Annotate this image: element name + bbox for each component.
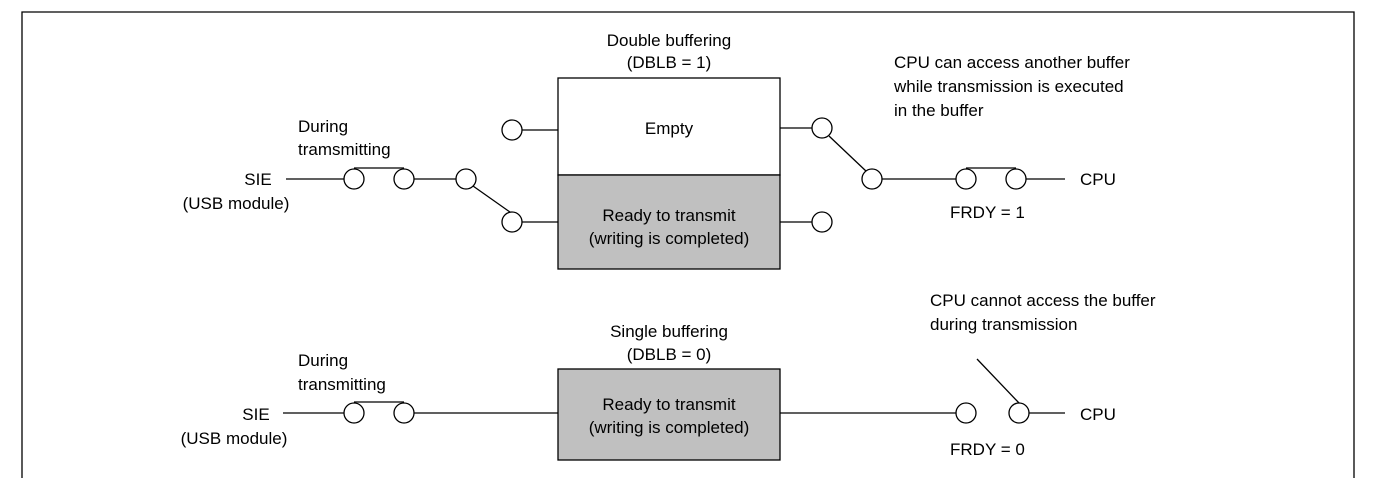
- single-sie-label: SIE: [242, 405, 269, 424]
- double-buffering-section: Double buffering (DBLB = 1) Empty Ready …: [183, 31, 1130, 270]
- cpu-selector-arm: [828, 135, 868, 173]
- buffer-ready-label-2: (writing is completed): [589, 229, 750, 248]
- double-buffering-dblb: (DBLB = 1): [627, 53, 712, 72]
- single-cpu-contact-2: [1008, 402, 1030, 424]
- cpu-selector-pivot: [861, 168, 883, 190]
- single-sie-contact-1: [343, 402, 365, 424]
- double-during-label-1: During: [298, 117, 348, 136]
- single-buffering-title: Single buffering: [610, 322, 728, 341]
- empty-buffer-left-contact: [501, 119, 523, 141]
- single-note-line-2: during transmission: [930, 315, 1077, 334]
- double-usb-module-label: (USB module): [183, 194, 290, 213]
- single-cpu-label: CPU: [1080, 405, 1116, 424]
- frdy-1-label: FRDY = 1: [950, 203, 1025, 222]
- single-during-label-1: During: [298, 351, 348, 370]
- double-during-label-2: tramsmitting: [298, 140, 391, 159]
- sie-switch-contact-1: [343, 168, 365, 190]
- ready-buffer-right-contact: [811, 211, 833, 233]
- single-note-line-1: CPU cannot access the buffer: [930, 291, 1156, 310]
- double-sie-label: SIE: [244, 170, 271, 189]
- diagram-frame: [21, 11, 1355, 478]
- double-note-line-2: while transmission is executed: [893, 77, 1124, 96]
- double-buffering-title: Double buffering: [607, 31, 731, 50]
- sie-selector-pivot: [455, 168, 477, 190]
- buffer-empty-label: Empty: [645, 119, 694, 138]
- open-switch-arm: [976, 358, 1020, 404]
- sie-switch-contact-2: [393, 168, 415, 190]
- cpu-switch-contact-1: [955, 168, 977, 190]
- empty-buffer-right-contact: [811, 117, 833, 139]
- single-buffer-ready-label-2: (writing is completed): [589, 418, 750, 437]
- single-cpu-contact-1: [955, 402, 977, 424]
- cpu-switch-contact-2: [1005, 168, 1027, 190]
- single-buffering-section: Single buffering (DBLB = 0) Ready to tra…: [181, 291, 1156, 461]
- buffer-ready-single: [557, 368, 781, 461]
- frdy-0-label: FRDY = 0: [950, 440, 1025, 459]
- double-note-line-3: in the buffer: [894, 101, 984, 120]
- single-sie-contact-2: [393, 402, 415, 424]
- single-during-label-2: transmitting: [298, 375, 386, 394]
- single-usb-module-label: (USB module): [181, 429, 288, 448]
- single-buffer-ready-label-1: Ready to transmit: [602, 395, 735, 414]
- buffer-ready-label-1: Ready to transmit: [602, 206, 735, 225]
- double-note-line-1: CPU can access another buffer: [894, 53, 1130, 72]
- ready-buffer-left-contact: [501, 211, 523, 233]
- double-cpu-label: CPU: [1080, 170, 1116, 189]
- single-buffering-dblb: (DBLB = 0): [627, 345, 712, 364]
- buffer-ready-double: [557, 174, 781, 270]
